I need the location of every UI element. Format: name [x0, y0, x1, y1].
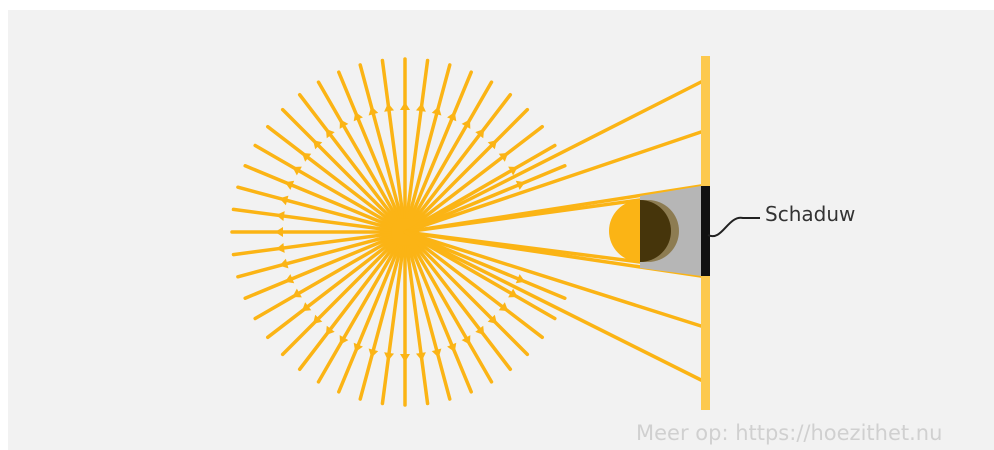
ray-arrowhead: [384, 352, 394, 361]
light-ray: [268, 239, 396, 337]
ray-arrowhead: [400, 354, 410, 362]
ray-arrowhead: [400, 102, 410, 110]
light-ray: [300, 95, 398, 223]
light-ray: [415, 127, 543, 225]
ray-arrowhead: [384, 103, 394, 112]
ray-arrowhead: [276, 211, 285, 221]
ray-arrowhead: [276, 243, 285, 253]
light-ray: [268, 127, 396, 225]
ray-arrowhead: [275, 227, 283, 237]
source-watermark: Meer op: https://hoezithet.nu: [636, 421, 942, 445]
shadow-label-leader: [708, 218, 760, 236]
light-source-rays: [232, 59, 565, 405]
umbra-shadow: [701, 186, 710, 276]
shadow-label: Schaduw: [765, 202, 855, 226]
obstacle-ball: [609, 200, 679, 262]
ray-arrowhead: [416, 352, 426, 361]
ray-arrowhead: [416, 103, 426, 112]
light-ray: [300, 242, 398, 370]
